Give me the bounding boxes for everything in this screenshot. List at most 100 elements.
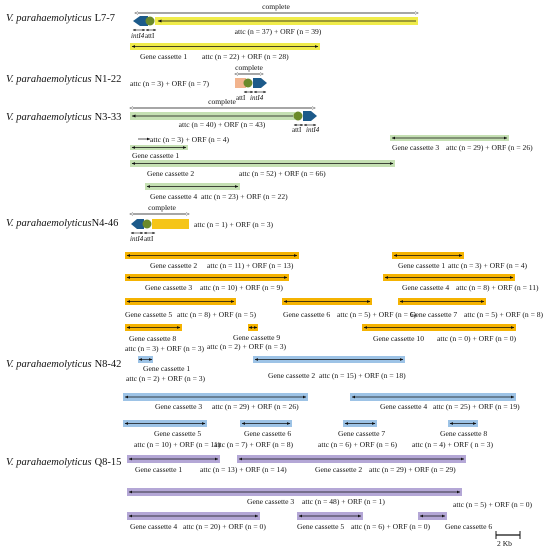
complete-label: complete [148,203,176,212]
gene-cassette-counts: attc (n = 20) + ORF (n = 0) [183,522,266,531]
complete-label: complete [208,97,236,106]
gene-cassette-counts: attc (n = 11) + ORF (n = 13) [207,261,294,270]
atti-label: attI [236,94,246,102]
gene-cassette-label: Gene cassette 7 [338,429,385,438]
attc-orf-count: attc (n = 37) + ORF (n = 39) [235,27,322,36]
gene-cassette-label: Gene cassette 8 [129,334,176,343]
atti-site-icon [142,219,152,229]
gene-cassette-label: Gene cassette 3 [247,497,294,506]
gene-cassette-label: Gene cassette 6 [244,429,291,438]
gene-cassette-label: Gene cassette 2 [315,465,362,474]
gene-cassette-label: Gene cassette 5 [297,522,344,531]
gene-cassette-counts: attc (n = 6) + ORF (n = 0) [351,522,431,531]
gene-cassette-label: Gene cassette 3 [392,143,439,152]
gene-cassette-label: Gene cassette 1 [143,364,190,373]
atti-label: attI [292,126,302,134]
gene-cassette-counts: attc (n = 5) + ORF (n = 8) [464,310,544,319]
gene-cassette-label: Gene cassette 7 [410,310,457,319]
atti-label: attI [145,32,155,40]
integron-region [152,219,189,229]
gene-cassette-label: Gene cassette 1 [135,465,182,474]
gene-cassette-counts: attc (n = 10) + ORF (n = 11) [134,440,221,449]
gene-cassette-label: Gene cassette 1 [132,151,179,160]
gene-cassette-label: Gene cassette 8 [440,429,487,438]
species-name-l7-7: V. parahaemolyticus [6,13,92,24]
intl4-gene-icon [303,111,317,121]
intl4-label: intI4 [131,32,145,40]
atti-site-icon [145,16,155,26]
gene-cassette-counts: attc (n = 23) + ORF (n = 22) [201,192,288,201]
gene-cassette-counts: attc (n = 0) + ORF (n = 0) [437,334,517,343]
gene-cassette-counts: attc (n = 22) + ORF (n = 28) [202,52,289,61]
strain-n4-46: N4-46 [92,218,119,229]
species-name-n1-22: V. parahaemolyticus [6,74,92,85]
gene-cassette-counts: attc (n = 7) + ORF (n = 8) [214,440,294,449]
integron-region [235,78,246,88]
gene-cassette-counts: attc (n = 8) + ORF (n = 5) [177,310,257,319]
gene-cassette-counts: attc (n = 29) + ORF (n = 26) [446,143,533,152]
gene-cassette-counts: attc (n = 4) + ORF ( n = 3) [412,440,493,449]
gene-cassette-counts: attc (n = 8) + ORF (n = 11) [456,283,539,292]
attc-orf-count: attc (n = 3) + ORF (n = 7) [130,79,210,88]
strain-q8-15: Q8-15 [95,457,122,468]
atti-site-icon [293,111,303,121]
gene-cassette-label: Gene cassette 6 [445,522,492,531]
gene-cassette-counts: attc (n = 3) + ORF (n = 4) [448,261,528,270]
attc-orf-count: attc (n = 1) + ORF (n = 3) [194,220,274,229]
gene-cassette-label: Gene cassette 1 [398,261,445,270]
gene-cassette-label: Gene cassette 4 [402,283,449,292]
intl4-gene-icon [131,219,144,229]
gene-cassette-label: Gene cassette 1 [140,52,187,61]
intl4-label: intI4 [250,94,264,102]
complete-label: complete [235,63,263,72]
gene-cassette-counts: attc (n = 5) + ORF (n = 6) [337,310,417,319]
gene-cassette-label: Gene cassette 3 [155,402,202,411]
strain-n3-33: N3-33 [95,112,122,123]
gene-cassette-label: Gene cassette 9 [233,333,280,342]
species-name-q8-15: V. parahaemolyticus [6,457,92,468]
gene-cassette-label: Gene cassette 2 [147,169,194,178]
gene-cassette-label: Gene cassette 5 [154,429,201,438]
species-name-n8-42: V. parahaemolyticus [6,359,92,370]
strain-n1-22: N1-22 [95,74,122,85]
gene-cassette-label: Gene cassette 2 [150,261,197,270]
gene-cassette-counts: attc (n = 3) + ORF (n = 4) [150,135,230,144]
gene-cassette-label: Gene cassette 2 [268,371,315,380]
scale-bar-label: 2 Kb [497,539,512,548]
gene-cassette-label: Gene cassette 6 [283,310,330,319]
species-name-n4-46: V. parahaemolyticus [6,218,92,229]
gene-cassette-counts: attc (n = 29) + ORF (n = 26) [212,402,299,411]
gene-cassette-label: Gene cassette 3 [145,283,192,292]
strain-l7-7: L7-7 [95,13,115,24]
section-n4-46: V. parahaemolyticusN4-46 complete intI4 … [6,203,544,353]
intl4-label: intI4 [306,126,320,134]
species-name-n3-33: V. parahaemolyticus [6,112,92,123]
complete-label: complete [262,2,290,11]
gene-cassette-counts: attc (n = 48) + ORF (n = 1) [302,497,385,506]
intl4-gene-icon [253,78,267,88]
gene-cassette-counts: attc (n = 6) + ORF (n = 6) [318,440,398,449]
gene-cassette-counts: attc (n = 15) + ORF (n = 18) [319,371,406,380]
gene-cassette-counts: attc (n = 52) + ORF (n = 66) [239,169,326,178]
gene-cassette-label: Gene cassette 10 [373,334,424,343]
svg-text:V. parahaemolyticusN4-46: V. parahaemolyticusN4-46 [6,218,118,229]
atti-site-icon [243,78,253,88]
gene-cassette-counts: attc (n = 5) + ORF (n = 0) [453,500,533,509]
gene-cassette-counts: attc (n = 10) + ORF (n = 9) [200,283,283,292]
gene-cassette-counts: attc (n = 2) + ORF (n = 3) [207,342,287,351]
gene-cassette-label: Gene cassette 4 [380,402,427,411]
gene-cassette-counts: attc (n = 29) + ORF (n = 29) [369,465,456,474]
attc-orf-count: attc (n = 40) + ORF (n = 43) [179,120,266,129]
gene-cassette-label: Gene cassette 4 [150,192,197,201]
gene-cassette-counts: attc (n = 2) + ORF (n = 3) [126,374,206,383]
gene-cassette-label: Gene cassette 4 [130,522,177,531]
